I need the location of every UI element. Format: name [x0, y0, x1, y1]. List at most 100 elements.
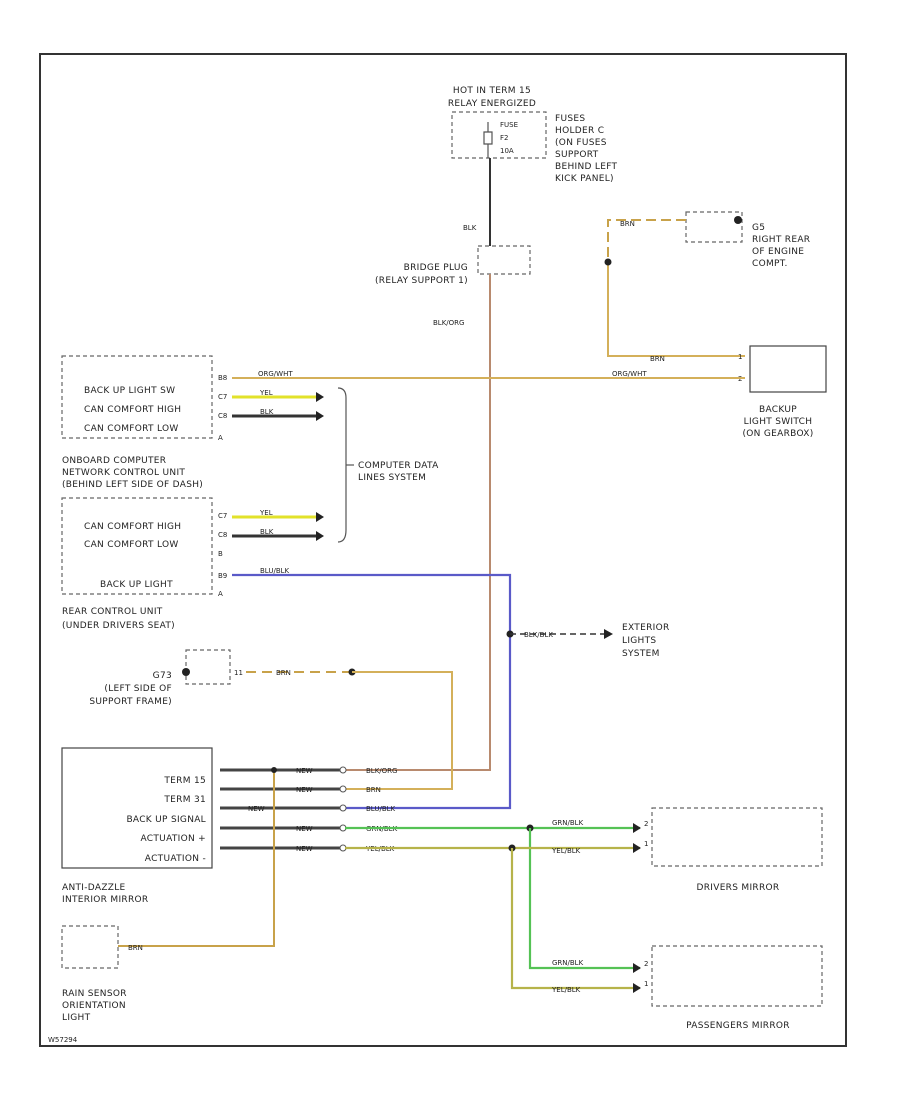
svg-text:F2: F2: [500, 134, 508, 142]
svg-text:ACTUATION +: ACTUATION +: [141, 834, 207, 844]
blk-org-wire: [345, 274, 491, 771]
onboard-cu-pins: B8 C7 C8 A: [218, 374, 227, 442]
svg-text:CAN COMFORT HIGH: CAN COMFORT HIGH: [84, 522, 181, 532]
rear-cu-rows: CAN COMFORT HIGH CAN COMFORT LOW BACK UP…: [84, 522, 181, 590]
wire-label-org-wht-left: ORG/WHT: [258, 370, 293, 378]
svg-text:BLK/ORG: BLK/ORG: [366, 767, 397, 775]
ylw-blk-branch: [510, 848, 640, 990]
svg-text:NEW: NEW: [296, 786, 313, 794]
wire-label-can-low-1: BLK: [260, 408, 274, 416]
bridge-plug-label: BRIDGE PLUG (RELAY SUPPORT 1): [375, 263, 468, 286]
svg-text:BACK UP SIGNAL: BACK UP SIGNAL: [126, 815, 206, 825]
svg-text:(BEHIND LEFT SIDE OF DASH): (BEHIND LEFT SIDE OF DASH): [62, 480, 203, 490]
fuse-pin-labels: FUSE F2 10A: [500, 121, 518, 155]
svg-text:REAR CONTROL UNIT: REAR CONTROL UNIT: [62, 607, 163, 617]
mirror-connector-marks: [339, 766, 347, 852]
svg-text:NEW: NEW: [296, 767, 313, 775]
svg-text:RAIN SENSOR: RAIN SENSOR: [62, 989, 127, 999]
svg-text:CAN COMFORT LOW: CAN COMFORT LOW: [84, 424, 179, 434]
mirror-box: [61, 747, 213, 869]
wire-label-can-high-2: YEL: [259, 509, 273, 517]
g73-ground-dot: [182, 668, 190, 676]
rear-cu-box: [61, 497, 213, 595]
rain-sensor-brn-wire: [118, 770, 275, 947]
can-low-arrow-2: [316, 531, 324, 541]
g73-label: G73 (LEFT SIDE OF SUPPORT FRAME): [89, 671, 172, 707]
svg-text:EXTERIOR: EXTERIOR: [622, 623, 670, 633]
diagram-frame: [39, 53, 847, 1047]
wire-label-pass-grn: GRN/BLK: [552, 959, 584, 967]
wire-label-blu-blk: BLU/BLK: [260, 567, 290, 575]
svg-text:BEHIND LEFT: BEHIND LEFT: [555, 162, 618, 172]
svg-text:SUPPORT FRAME): SUPPORT FRAME): [89, 697, 172, 707]
passengers-mirror-pin-2: 2: [644, 960, 648, 968]
svg-text:COMPT.: COMPT.: [752, 259, 788, 269]
svg-text:CAN COMFORT HIGH: CAN COMFORT HIGH: [84, 405, 181, 415]
svg-text:RIGHT REAR: RIGHT REAR: [752, 235, 810, 245]
can-high-arrow-1: [316, 392, 324, 402]
onboard-cu-label: ONBOARD COMPUTER NETWORK CONTROL UNIT (B…: [62, 456, 203, 490]
drivers-mirror-pin-1: 1: [644, 840, 648, 848]
onboard-cu-rows: BACK UP LIGHT SW CAN COMFORT HIGH CAN CO…: [84, 386, 181, 434]
svg-text:FUSES: FUSES: [555, 114, 585, 124]
drivers-mirror-box: [651, 807, 823, 867]
svg-text:LIGHT SWITCH: LIGHT SWITCH: [744, 417, 813, 427]
svg-text:NEW: NEW: [248, 805, 265, 813]
svg-text:INTERIOR MIRROR: INTERIOR MIRROR: [62, 895, 148, 905]
passengers-mirror-pin-1: 1: [644, 980, 648, 988]
svg-text:C8: C8: [218, 531, 227, 539]
svg-text:BACK UP LIGHT SW: BACK UP LIGHT SW: [84, 386, 175, 396]
svg-text:COMPUTER DATA: COMPUTER DATA: [358, 461, 439, 471]
svg-text:G73: G73: [153, 671, 172, 681]
fuse-header-label: HOT IN TERM 15 RELAY ENERGIZED: [448, 86, 536, 109]
passengers-mirror-box: [651, 945, 823, 1007]
rear-cu-pins: C7 C8 B B9 A: [218, 512, 227, 598]
svg-text:LIGHTS: LIGHTS: [622, 636, 656, 646]
passengers-mirror-label: PASSENGERS MIRROR: [686, 1021, 790, 1031]
svg-text:G5: G5: [752, 223, 765, 233]
mirror-arrowheads: [633, 823, 641, 993]
svg-text:NEW: NEW: [296, 825, 313, 833]
diagram-ref-code: W57294: [48, 1036, 78, 1044]
svg-text:(ON FUSES: (ON FUSES: [555, 138, 607, 148]
svg-text:KICK PANEL): KICK PANEL): [555, 174, 614, 184]
svg-text:LIGHT: LIGHT: [62, 1013, 91, 1023]
wire-label-drivers-grn: GRN/BLK: [552, 819, 584, 827]
svg-text:BLU/BLK: BLU/BLK: [366, 805, 396, 813]
fuse-location-label: FUSES HOLDER C (ON FUSES SUPPORT BEHIND …: [555, 114, 618, 184]
blu-blk-wire: [232, 573, 512, 810]
svg-text:LINES SYSTEM: LINES SYSTEM: [358, 473, 426, 483]
mirror-rows: TERM 15 TERM 31 BACK UP SIGNAL ACTUATION…: [126, 776, 207, 864]
svg-text:A: A: [218, 590, 223, 598]
svg-text:ONBOARD COMPUTER: ONBOARD COMPUTER: [62, 456, 166, 466]
svg-text:C7: C7: [218, 393, 227, 401]
svg-text:SUPPORT: SUPPORT: [555, 150, 599, 160]
wire-label-g73-brn: BRN: [276, 669, 291, 677]
computer-data-label: COMPUTER DATA LINES SYSTEM: [358, 461, 439, 483]
bridge-plug-box: [477, 245, 531, 275]
svg-text:BRN: BRN: [366, 786, 381, 794]
g5-ground-dot: [734, 216, 742, 224]
g73-connector-box: [185, 649, 231, 685]
exterior-arrow: [604, 629, 613, 639]
wire-label-g5-brn: BRN: [620, 220, 635, 228]
g5-label: G5 RIGHT REAR OF ENGINE COMPT.: [752, 223, 810, 269]
drivers-mirror-label: DRIVERS MIRROR: [697, 883, 780, 893]
svg-text:TERM 15: TERM 15: [163, 776, 206, 786]
wire-label-can-low-2: BLK: [260, 528, 274, 536]
svg-text:RELAY ENERGIZED: RELAY ENERGIZED: [448, 99, 536, 109]
svg-text:TERM 31: TERM 31: [163, 795, 206, 805]
mirror-stub-wires: [220, 768, 340, 850]
g5-splice-dot: [604, 258, 612, 266]
g5-brn-wire-solid: [607, 262, 745, 357]
svg-text:SYSTEM: SYSTEM: [622, 649, 660, 659]
svg-text:HOLDER C: HOLDER C: [555, 126, 604, 136]
wire-label-org-wht-right: ORG/WHT: [612, 370, 647, 378]
g73-brn-wire: [345, 671, 453, 790]
svg-text:ACTUATION -: ACTUATION -: [145, 854, 206, 864]
svg-text:(UNDER DRIVERS SEAT): (UNDER DRIVERS SEAT): [62, 621, 175, 631]
computer-data-bracket: [337, 387, 347, 543]
g5-connector-box: [685, 211, 743, 243]
svg-text:B: B: [218, 550, 223, 558]
